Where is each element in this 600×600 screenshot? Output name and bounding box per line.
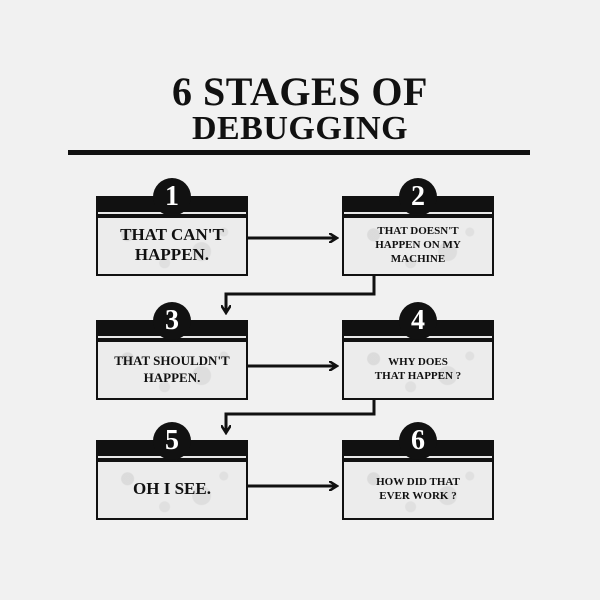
stage-text-2: THAT DOESN'T HAPPEN ON MY MACHINE [375,225,461,265]
stage-number-3: 3 [153,302,191,340]
stage-text-3: THAT SHOULDN'T HAPPEN. [114,353,230,385]
stage-number-6: 6 [399,422,437,460]
stage-card-6: 6 HOW DID THAT EVER WORK ? [342,422,494,520]
title-line-2: DEBUGGING [191,110,409,147]
stage-number-2: 2 [399,178,437,216]
stage-card-3: 3 THAT SHOULDN'T HAPPEN. [96,302,248,400]
stage-number-4: 4 [399,302,437,340]
title-underline [68,150,530,155]
stage-number-1: 1 [153,178,191,216]
stage-text-5: OH I SEE. [133,479,211,498]
stage-card-2: 2 THAT DOESN'T HAPPEN ON MY MACHINE [342,178,494,276]
arrow-4-to-5 [226,400,376,432]
stage-text-1: THAT CAN'T HAPPEN. [120,225,224,264]
stage-card-5: 5 OH I SEE. [96,422,248,520]
stage-text-4: WHY DOES THAT HAPPEN ? [374,356,462,382]
title-line-1: 6 STAGES OF [172,69,428,114]
stage-text-6: HOW DID THAT EVER WORK ? [376,476,460,502]
arrow-2-to-3 [226,276,376,312]
stage-number-5: 5 [153,422,191,460]
stage-card-1: 1 THAT CAN'T HAPPEN. [96,178,248,276]
stage-card-4: 4 WHY DOES THAT HAPPEN ? [342,302,494,400]
